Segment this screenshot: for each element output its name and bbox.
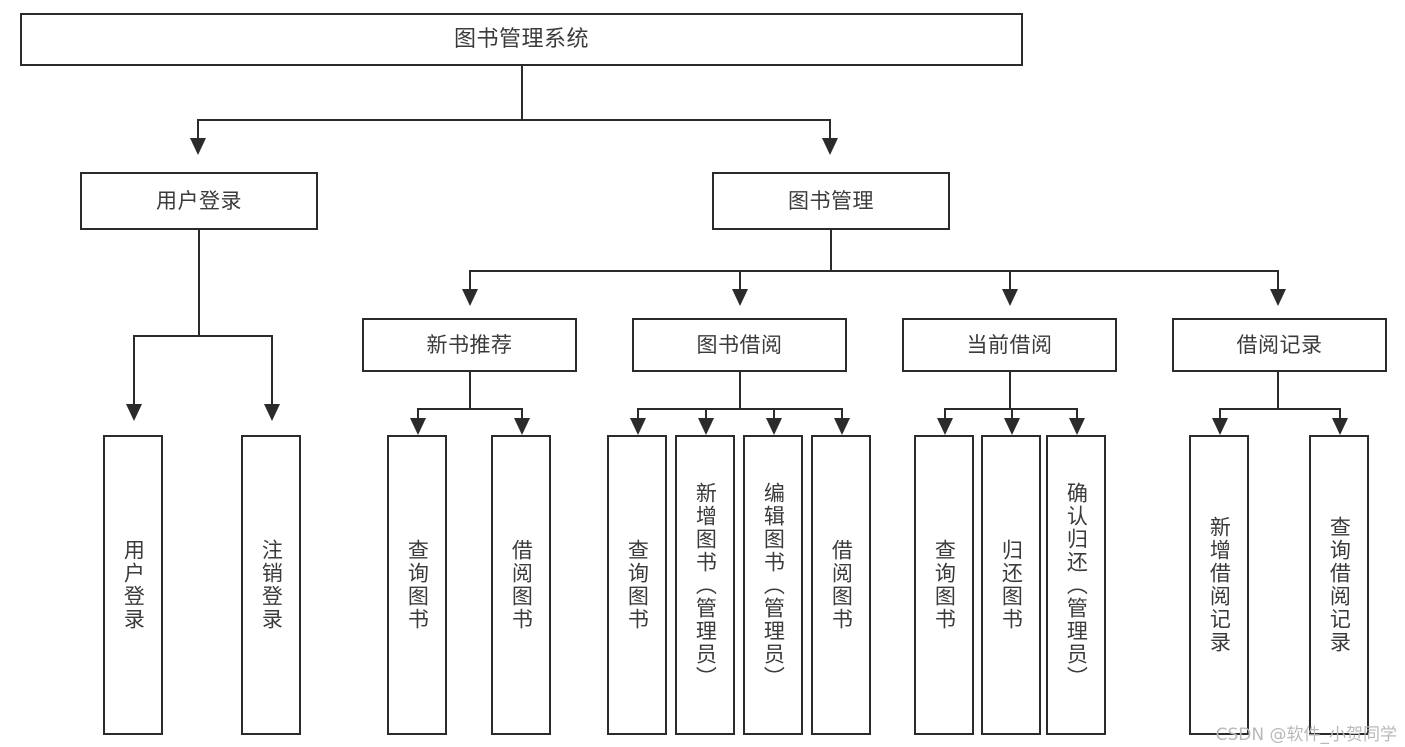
connector-borrow-record-drop-1 [1219,408,1221,420]
arrow-to-leaf-edit-book [766,418,782,435]
arrow-to-leaf-query-book-1 [410,418,426,435]
node-label: 新增借阅记录 [1207,516,1232,654]
connector-level3-drop-3 [1009,270,1011,292]
connector-level3-bar [469,270,1279,272]
connector-new-book-stem [469,372,471,410]
leaf-query-book-borrow[interactable]: 查询图书 [607,435,667,735]
node-label: 用户登录 [156,188,242,213]
connector-user-login-drop-2 [271,335,273,407]
node-label: 图书管理系统 [453,26,589,52]
arrow-to-leaf-return-book [1004,418,1020,435]
connector-current-borrow-drop-1 [944,408,946,420]
node-label: 当前借阅 [966,332,1053,357]
arrow-to-leaf-logout [264,404,280,421]
connector-level2-bar [197,119,831,121]
connector-level2-drop-right [829,119,831,141]
connector-root-stem [521,66,523,120]
connector-borrow-record-bar [1219,408,1341,410]
connector-level3-drop-4 [1277,270,1279,292]
node-current-borrow[interactable]: 当前借阅 [902,318,1117,372]
node-label: 查询图书 [625,539,650,631]
arrow-to-user-login [190,138,206,155]
node-label: 新书推荐 [426,332,513,357]
node-book-manage[interactable]: 图书管理 [712,172,950,230]
node-label: 借阅记录 [1236,332,1323,357]
node-label: 查询图书 [405,539,430,631]
arrow-to-leaf-borrow-book-1 [514,418,530,435]
node-book-borrow[interactable]: 图书借阅 [632,318,847,372]
connector-current-borrow-drop-2 [1011,408,1013,420]
leaf-edit-book-admin[interactable]: 编辑图书（管理员） [743,435,803,735]
connector-new-book-bar [417,408,522,410]
connector-new-book-drop-2 [521,408,523,420]
connector-borrow-record-stem [1277,372,1279,410]
node-label: 确认归还（管理员） [1064,481,1089,689]
connector-user-login-drop-1 [133,335,135,407]
connector-book-borrow-drop-1 [637,408,639,420]
arrow-to-book-manage [822,138,838,155]
arrow-to-new-book-recommend [462,289,478,306]
connector-current-borrow-stem [1009,372,1011,410]
connector-book-borrow-bar [637,408,843,410]
node-label: 图书管理 [788,188,874,213]
arrow-to-leaf-user-login [126,404,142,421]
connector-borrow-record-drop-2 [1339,408,1341,420]
arrow-to-current-borrow [1002,289,1018,306]
leaf-user-login[interactable]: 用户登录 [103,435,163,735]
arrow-to-leaf-add-book [698,418,714,435]
node-label: 查询借阅记录 [1327,516,1352,654]
connector-book-borrow-drop-2 [705,408,707,420]
csdn-watermark: CSDN @软件_小贺同学 [1215,725,1397,745]
leaf-borrow-book-recommend[interactable]: 借阅图书 [491,435,551,735]
connector-level3-drop-1 [469,270,471,292]
connector-current-borrow-drop-3 [1076,408,1078,420]
leaf-query-book-recommend[interactable]: 查询图书 [387,435,447,735]
node-new-book-recommend[interactable]: 新书推荐 [362,318,577,372]
arrow-to-borrow-record [1270,289,1286,306]
connector-book-manage-stem [830,230,832,272]
arrow-to-leaf-borrow-book-2 [834,418,850,435]
node-user-login[interactable]: 用户登录 [80,172,318,230]
node-root-system[interactable]: 图书管理系统 [20,13,1023,66]
connector-new-book-drop-1 [417,408,419,420]
node-label: 借阅图书 [829,539,854,631]
leaf-query-borrow-record[interactable]: 查询借阅记录 [1309,435,1369,735]
arrow-to-leaf-query-record [1332,418,1348,435]
node-label: 新增图书（管理员） [693,481,718,689]
arrow-to-leaf-add-record [1212,418,1228,435]
node-label: 借阅图书 [509,539,534,631]
connector-book-borrow-drop-4 [841,408,843,420]
arrow-to-leaf-query-book-3 [937,418,953,435]
node-label: 归还图书 [999,539,1024,631]
leaf-confirm-return-admin[interactable]: 确认归还（管理员） [1046,435,1106,735]
leaf-logout[interactable]: 注销登录 [241,435,301,735]
connector-user-login-bar [133,335,273,337]
leaf-add-book-admin[interactable]: 新增图书（管理员） [675,435,735,735]
node-label: 图书借阅 [696,332,783,357]
node-label: 查询图书 [932,539,957,631]
connector-level2-drop-left [197,119,199,141]
leaf-return-book[interactable]: 归还图书 [981,435,1041,735]
node-borrow-record[interactable]: 借阅记录 [1172,318,1387,372]
arrow-to-leaf-confirm-return [1069,418,1085,435]
connector-user-login-stem [198,230,200,336]
node-label: 注销登录 [259,539,284,631]
node-label: 用户登录 [121,539,146,631]
connector-book-borrow-stem [739,372,741,410]
arrow-to-leaf-query-book-2 [630,418,646,435]
connector-book-borrow-drop-3 [773,408,775,420]
node-label: 编辑图书（管理员） [761,481,786,689]
arrow-to-book-borrow [732,289,748,306]
leaf-query-book-current[interactable]: 查询图书 [914,435,974,735]
connector-level3-drop-2 [739,270,741,292]
leaf-add-borrow-record[interactable]: 新增借阅记录 [1189,435,1249,735]
leaf-borrow-book[interactable]: 借阅图书 [811,435,871,735]
